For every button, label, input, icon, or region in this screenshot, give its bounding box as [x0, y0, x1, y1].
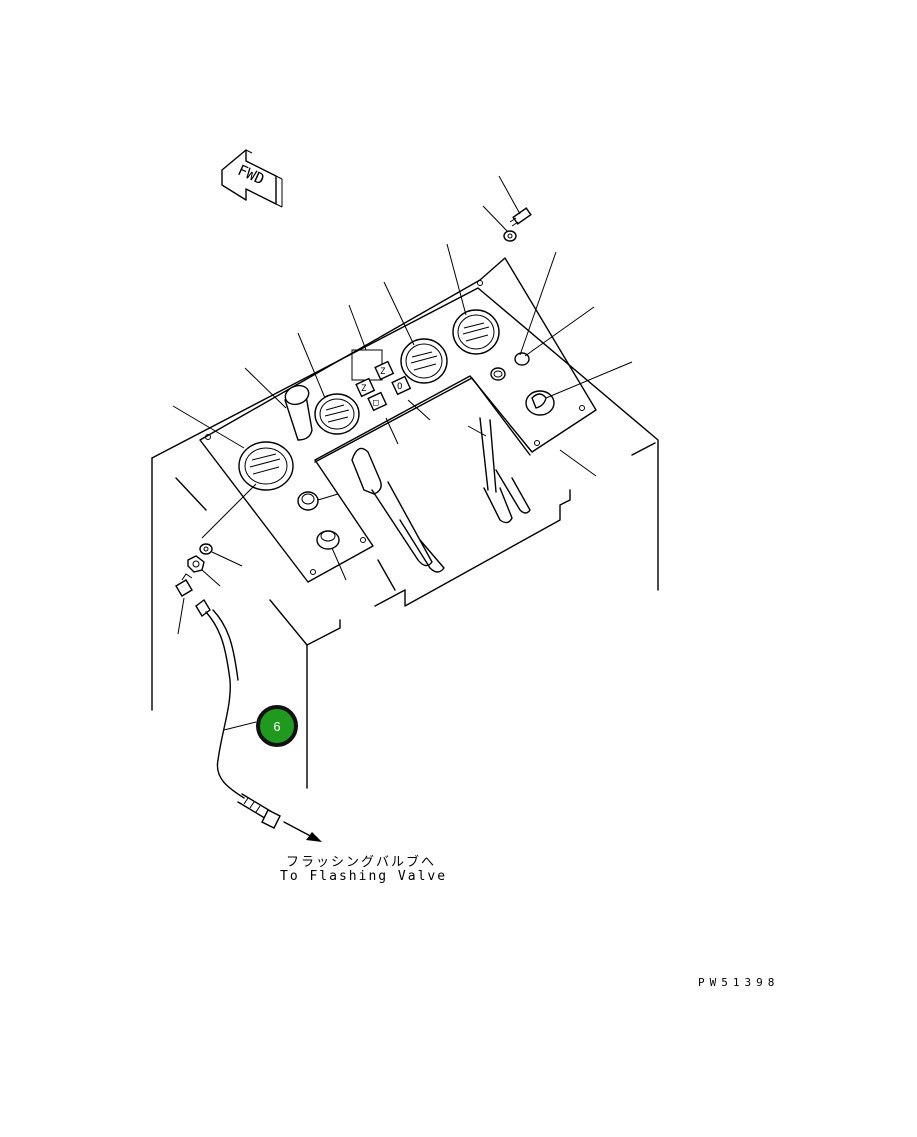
switch-1: Z: [355, 377, 376, 398]
part-callout-6[interactable]: 6: [256, 705, 298, 747]
leader-lines: [172, 175, 633, 731]
switch-group: Z Z O □: [351, 349, 412, 412]
switch-3: O: [391, 375, 412, 396]
bolt-top: [509, 207, 532, 227]
flow-arrow: [283, 821, 322, 842]
washer-left: [199, 543, 213, 555]
elbow-fitting: [175, 573, 193, 597]
washer-top: [503, 230, 517, 242]
control-lever-left: [351, 447, 445, 573]
fwd-arrow: FWD: [221, 149, 283, 208]
gauge-right: [452, 309, 500, 355]
svg-text:Z: Z: [361, 384, 367, 394]
destination-label-english: To Flashing Valve: [280, 869, 448, 884]
indicator-lamps: [490, 352, 530, 381]
fwd-label: FWD: [235, 161, 267, 188]
switch-2: Z: [374, 360, 395, 381]
gauge-centre-right: [400, 338, 448, 384]
gauge-centre-left: [314, 393, 360, 435]
svg-text:Z: Z: [380, 367, 386, 377]
destination-label-japanese: フラッシングバルブへ: [286, 855, 437, 870]
gauge-left: [238, 441, 294, 491]
instrument-panel-plate: [199, 257, 597, 583]
knob-middle: [297, 491, 319, 511]
svg-text:O: O: [397, 382, 402, 392]
switch-4: □: [367, 391, 388, 412]
svg-text:□: □: [373, 398, 379, 408]
drawing-number: PW51398: [698, 976, 780, 989]
hour-meter: [284, 384, 313, 441]
knob-lower: [316, 530, 340, 550]
nut-left: [187, 555, 205, 573]
starter-switch: [525, 390, 555, 416]
hose-assembly: [195, 598, 281, 829]
control-lever-right: [479, 417, 531, 524]
